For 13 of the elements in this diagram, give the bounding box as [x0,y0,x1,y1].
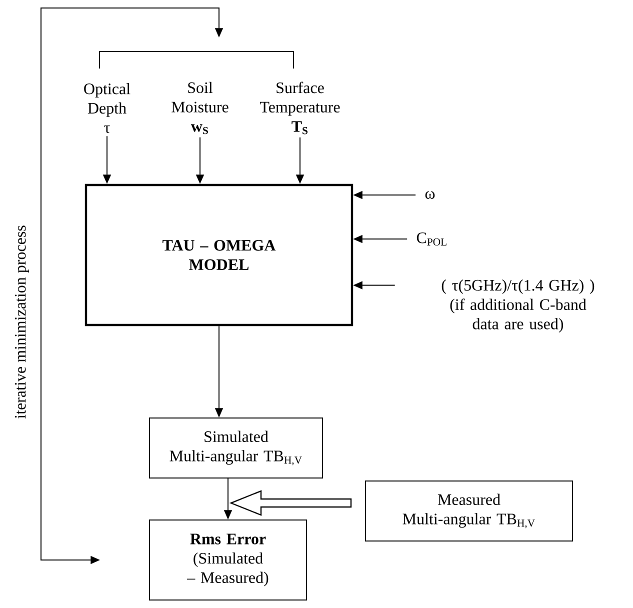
input-label: Optical Depth τ [84,83,130,133]
model-box: TAU – OMEGA MODEL [84,184,354,326]
process-box: Measured Multi-angular TB$_{H,V}$ [365,480,573,542]
bracket [99,51,294,69]
parameter-label: ( τ(5GHz)/τ(1.4 GHz) ) (if additional C-band data are used) [442,279,594,333]
parameter-label: ω [425,191,435,199]
edge-label: iterative minimization process [14,224,30,420]
parameter-label: C$_{POL}$ [416,232,446,246]
block-arrow [229,490,352,516]
input-label: Soil Moisture w$_{S}$ [172,82,228,134]
process-box: Rms Error (Simulated – Measured) [149,520,307,600]
input-label: Surface Temperature T$_{S}$ [260,82,340,134]
process-box: Simulated Multi-angular TB$_{H,V}$ [149,418,323,478]
